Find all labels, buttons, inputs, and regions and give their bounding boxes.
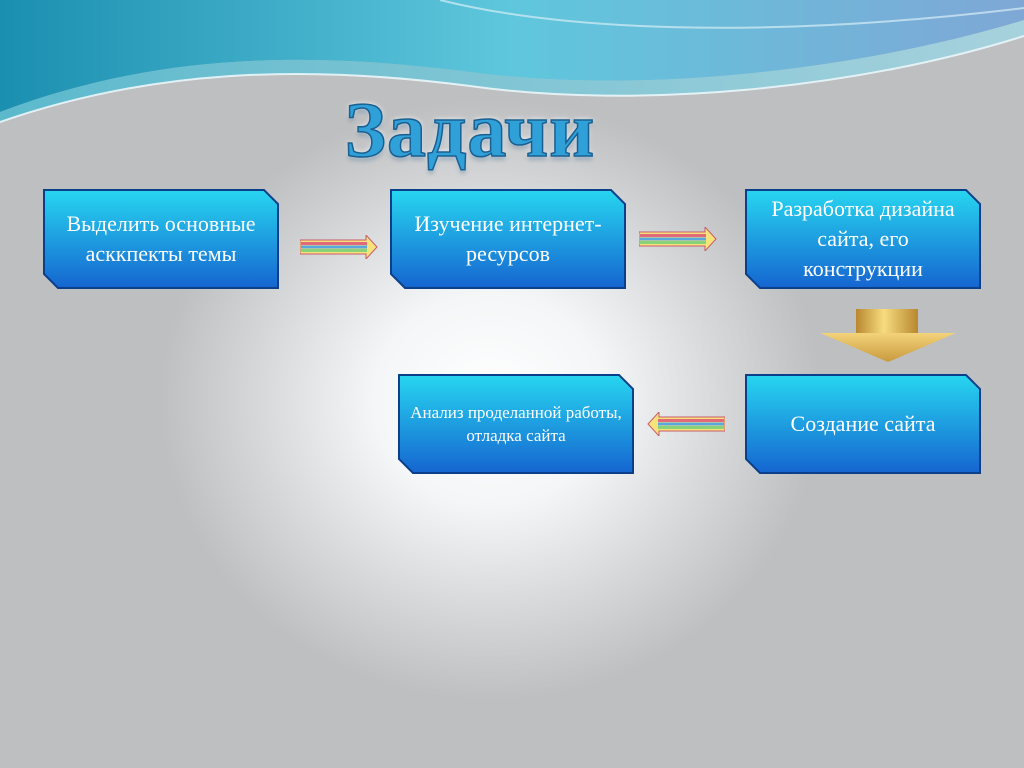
arrow-left-icon [647,412,725,436]
step-box-5: Анализ проделанной работы, отладка сайта [398,374,634,474]
step-label-4: Создание сайта [790,411,936,436]
step-box-4-shape [745,374,981,474]
arrow-right-icon [639,227,717,251]
arrow-right-icon [300,235,378,259]
step-label-1: Выделить основные асккпекты темы [66,211,256,266]
step-box-5-shape [398,374,634,474]
slide-title: Задачи [344,85,596,174]
arrow-down-icon [820,309,956,362]
step-label-5: Анализ проделанной работы, отладка сайта [410,403,622,445]
step-box-1: Выделить основные асккпекты темы [43,189,279,289]
step-label-2: Изучение интернет-ресурсов [414,211,602,266]
wave-header-decoration [0,0,1024,123]
step-box-3-shape [745,189,981,289]
step-box-3: Разработка дизайна сайта, его конструкци… [745,189,981,289]
step-box-2: Изучение интернет-ресурсов [390,189,626,289]
step-box-4: Создание сайта [745,374,981,474]
step-box-1-shape [43,189,279,289]
step-box-2-shape [390,189,626,289]
step-label-3: Разработка дизайна сайта, его конструкци… [771,196,955,281]
